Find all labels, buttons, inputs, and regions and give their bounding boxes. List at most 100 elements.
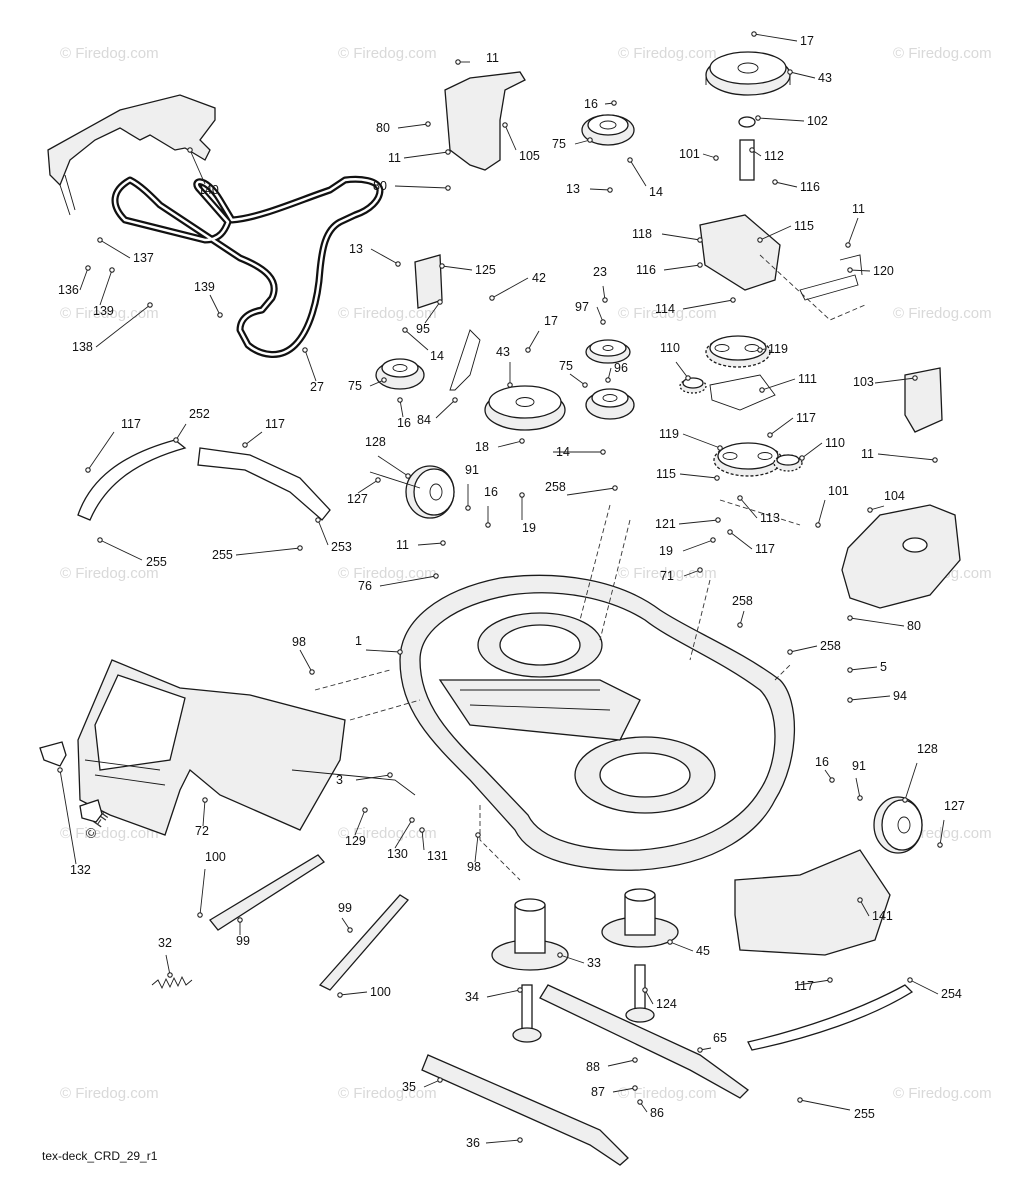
callout-leader xyxy=(485,1139,521,1144)
callout-label: 3 xyxy=(336,773,343,787)
watermark: © Firedog.com xyxy=(618,45,717,62)
callout: 130 xyxy=(387,817,415,861)
callout: 43 xyxy=(496,345,513,388)
callout: 17 xyxy=(525,314,558,353)
drive-belt xyxy=(111,175,384,358)
spindle-shaft-right xyxy=(625,964,655,1023)
callout-leader xyxy=(682,299,734,310)
watermark: © Firedog.com xyxy=(338,1085,437,1102)
callout: 110 xyxy=(660,341,691,381)
callout: 80 xyxy=(373,179,451,193)
hardware-marker xyxy=(637,1099,643,1105)
callout: 125 xyxy=(439,263,496,277)
callout: 131 xyxy=(419,827,448,863)
watermark: © Firedog.com xyxy=(60,45,159,62)
hardware-marker xyxy=(713,155,719,161)
callout-leader xyxy=(769,417,794,436)
callout-leader xyxy=(629,159,647,187)
callout: 116 xyxy=(636,262,703,277)
callout-label: 16 xyxy=(484,485,498,499)
callout: 11 xyxy=(455,51,499,65)
callout: 117 xyxy=(794,977,833,993)
callout-label: 112 xyxy=(764,149,784,163)
callout-leader xyxy=(774,181,798,188)
engine-pulley-top xyxy=(705,51,791,96)
callout: 139 xyxy=(93,267,115,318)
callout-label: 124 xyxy=(656,997,677,1011)
hardware-marker xyxy=(109,267,115,273)
callout: 117 xyxy=(85,417,141,473)
callout: 14 xyxy=(627,157,663,199)
gearbox-plate xyxy=(699,214,781,291)
watermark: © Firedog.com xyxy=(618,565,717,582)
callout: 119 xyxy=(757,342,788,356)
callout-leader xyxy=(679,473,718,479)
chute-wing-nut xyxy=(39,741,67,767)
callout-label: 34 xyxy=(465,990,479,1004)
watermark: © Firedog.com xyxy=(893,1085,992,1102)
callout-leader xyxy=(789,645,818,653)
callout: 140 xyxy=(187,147,219,197)
callout-leader xyxy=(559,954,585,964)
callout-label: 115 xyxy=(656,467,676,481)
hardware-marker xyxy=(697,262,703,268)
hardware-marker xyxy=(309,669,315,675)
callout-leader xyxy=(175,423,187,441)
hardware-marker xyxy=(519,438,525,444)
watermark: © Firedog.com xyxy=(893,45,992,62)
callout: 258 xyxy=(545,480,618,496)
callout-label: 128 xyxy=(917,742,938,756)
hardware-marker xyxy=(932,457,938,463)
callout: 114 xyxy=(655,297,736,316)
callout-label: 104 xyxy=(884,489,905,503)
callout: 72 xyxy=(195,797,209,838)
callout-leader xyxy=(757,117,805,122)
hardware-marker xyxy=(187,147,193,153)
callout: 76 xyxy=(358,573,439,593)
callout-label: 17 xyxy=(544,314,558,328)
callout-leader xyxy=(354,809,366,836)
hardware-marker xyxy=(97,537,103,543)
cover-cap xyxy=(902,537,928,553)
callout-leader xyxy=(789,71,816,79)
callout-label: 119 xyxy=(659,427,679,441)
callout-label: 16 xyxy=(397,416,411,430)
hardware-marker xyxy=(465,505,471,511)
belt-cover-bracket xyxy=(59,174,76,216)
callout: 112 xyxy=(749,147,784,163)
hardware-marker xyxy=(717,445,723,451)
callout: 255 xyxy=(797,1097,875,1121)
callout: 100 xyxy=(337,985,391,999)
hardware-marker xyxy=(485,522,491,528)
callout-label: 1 xyxy=(355,634,362,648)
callout: 105 xyxy=(502,122,540,163)
gearbox-cover xyxy=(841,504,961,609)
callout: 128 xyxy=(902,742,938,803)
callout: 253 xyxy=(315,517,352,554)
hardware-marker xyxy=(767,432,773,438)
callout: 45 xyxy=(667,939,710,958)
callout: 255 xyxy=(212,545,303,562)
callout-label: 117 xyxy=(794,979,814,993)
hardware-marker xyxy=(437,299,443,305)
callout-leader xyxy=(904,762,918,801)
callout-leader xyxy=(99,539,143,561)
watermark: © Firedog.com xyxy=(618,305,717,322)
hardware-marker xyxy=(727,529,733,535)
callout-label: 117 xyxy=(121,417,141,431)
hardware-marker xyxy=(829,777,835,783)
hardware-marker xyxy=(600,319,606,325)
callout: 16 xyxy=(584,97,617,111)
hardware-marker xyxy=(611,100,617,106)
callout: 18 xyxy=(475,438,525,454)
callout-label: 255 xyxy=(146,555,167,569)
callout-label: 114 xyxy=(655,302,675,316)
discharge-chute xyxy=(77,659,346,836)
callout-leader xyxy=(589,188,611,191)
callout-leader xyxy=(683,569,701,577)
callout-label: 116 xyxy=(800,180,820,194)
callout: 11 xyxy=(396,538,446,552)
callout-label: 101 xyxy=(828,484,849,498)
hardware-marker xyxy=(642,987,648,993)
